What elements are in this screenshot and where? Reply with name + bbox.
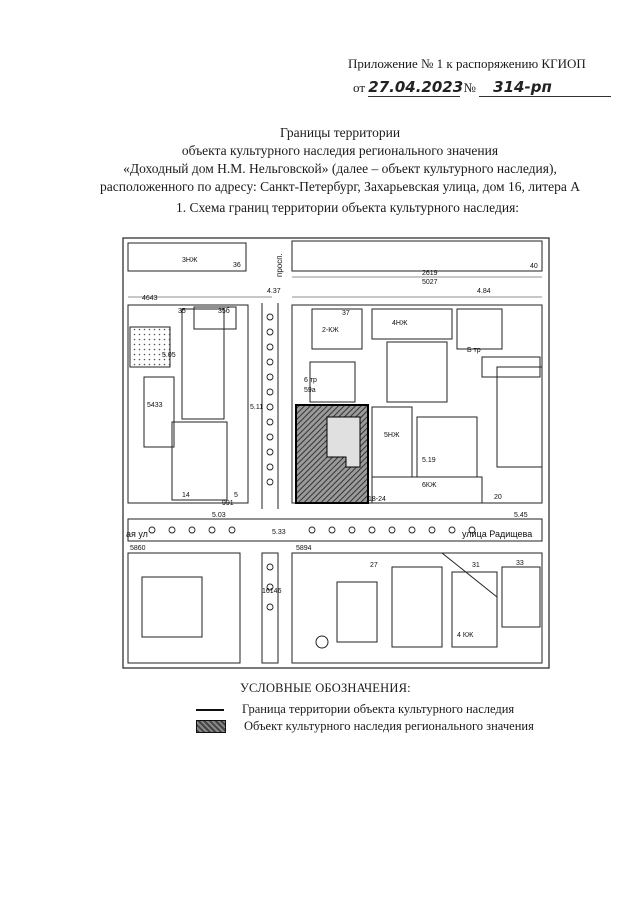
prospect-label: просп. bbox=[275, 253, 284, 277]
map-label: 27 bbox=[370, 562, 378, 569]
map-label: 5.05 bbox=[162, 352, 176, 359]
annex-title: Приложение № 1 к распоряжению КГИОП bbox=[348, 56, 630, 72]
number-label: № bbox=[463, 80, 476, 95]
map-label: 6КЖ bbox=[422, 482, 437, 489]
map-label: 16146 bbox=[262, 588, 282, 595]
map-label: 5.33 bbox=[272, 529, 286, 536]
section-title: 1. Схема границ территории объекта культ… bbox=[176, 200, 520, 215]
map-label: 37 bbox=[342, 310, 350, 317]
map-label: 36 bbox=[233, 262, 241, 269]
map-label: 2619 bbox=[422, 270, 438, 277]
heading-line-4: расположенного по адресу: Санкт-Петербур… bbox=[100, 179, 580, 194]
map-label: Б тр bbox=[467, 347, 481, 354]
annex-text: Приложение № 1 к распоряжению КГИОП bbox=[348, 56, 586, 71]
street-radischeva: улица Радищева bbox=[462, 529, 532, 539]
map-label: 5894 bbox=[296, 545, 312, 552]
legend-boundary-label: Граница территории объекта культурного н… bbox=[242, 702, 515, 716]
order-line: от 27.04.2023 № 314-рп bbox=[353, 78, 633, 97]
map-label: 5860 bbox=[130, 545, 146, 552]
map-label: 14 bbox=[182, 492, 190, 499]
map-label: 33 bbox=[516, 560, 524, 567]
map-label: 3НЖ bbox=[182, 257, 198, 264]
map-label: 4.37 bbox=[267, 288, 281, 295]
heading-line-2: объекта культурного наследия регионально… bbox=[181, 143, 499, 158]
map-label: 5 bbox=[234, 492, 238, 499]
map-label: 5НЖ bbox=[384, 432, 400, 439]
map-label: 18-24 bbox=[368, 496, 386, 503]
legend-row-object: Объект культурного наследия региональног… bbox=[196, 719, 534, 734]
boundary-line-symbol bbox=[196, 708, 224, 711]
street-left: ая ул bbox=[126, 529, 148, 539]
map-frame bbox=[122, 237, 550, 669]
map-label: 5027 bbox=[422, 279, 438, 286]
legend-title: УСЛОВНЫЕ ОБОЗНАЧЕНИЯ: bbox=[240, 681, 411, 695]
heritage-fill-symbol bbox=[196, 720, 226, 733]
map-label: 5.45 bbox=[514, 512, 528, 519]
map-label: 6 тр bbox=[304, 377, 317, 384]
map-label: 35б bbox=[218, 307, 230, 315]
document-heading: Границы территории объекта культурного н… bbox=[60, 124, 620, 196]
map-label: 2-КЖ bbox=[322, 327, 339, 334]
legend-row-boundary: Граница территории объекта культурного н… bbox=[196, 702, 514, 717]
map-label: 59а bbox=[304, 387, 316, 394]
order-number: 314-рп bbox=[479, 78, 612, 97]
heading-line-1: Границы территории bbox=[279, 125, 401, 140]
map-label: 5.03 bbox=[212, 512, 226, 519]
boundary-map: 36 40 3НЖ 2619 5027 4643 4.37 4.84 35 35… bbox=[122, 237, 550, 669]
from-label: от bbox=[353, 80, 366, 95]
order-date: 27.04.2023 bbox=[368, 78, 464, 97]
map-label: 31 bbox=[472, 562, 480, 569]
legend-object-label: Объект культурного наследия региональног… bbox=[244, 719, 534, 733]
map-label: 20 bbox=[494, 494, 502, 501]
map-label: 40 bbox=[530, 263, 538, 270]
map-label: 991 bbox=[222, 500, 234, 507]
map-label: 5433 bbox=[147, 402, 163, 409]
map-label: 35 bbox=[178, 308, 186, 315]
map-label: 5.11 bbox=[250, 404, 263, 411]
map-label: 4643 bbox=[142, 295, 158, 302]
heading-line-3: «Доходный дом Н.М. Нельговской» (далее –… bbox=[123, 161, 557, 176]
map-label: 4.84 bbox=[477, 288, 491, 295]
map-label: 4 КЖ bbox=[457, 632, 474, 639]
map-label: 5.19 bbox=[422, 457, 436, 464]
map-label: 4НЖ bbox=[392, 320, 408, 327]
